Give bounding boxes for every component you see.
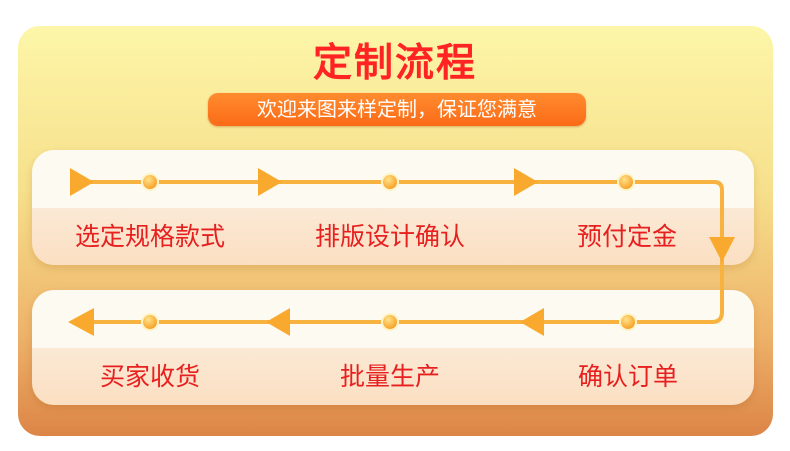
step-label-layout-confirm: 排版设计确认 bbox=[314, 222, 466, 251]
subtitle-banner: 欢迎来图来样定制，保证您满意 bbox=[208, 93, 586, 126]
step-label-mass-production: 批量生产 bbox=[339, 362, 441, 391]
step-label-receive-goods: 买家收货 bbox=[99, 362, 201, 391]
step-label-confirm-order: 确认订单 bbox=[577, 362, 679, 391]
step-label-select-style: 选定规格款式 bbox=[74, 222, 226, 251]
step-label-deposit: 预付定金 bbox=[576, 222, 678, 251]
page-title: 定制流程 bbox=[312, 41, 477, 86]
